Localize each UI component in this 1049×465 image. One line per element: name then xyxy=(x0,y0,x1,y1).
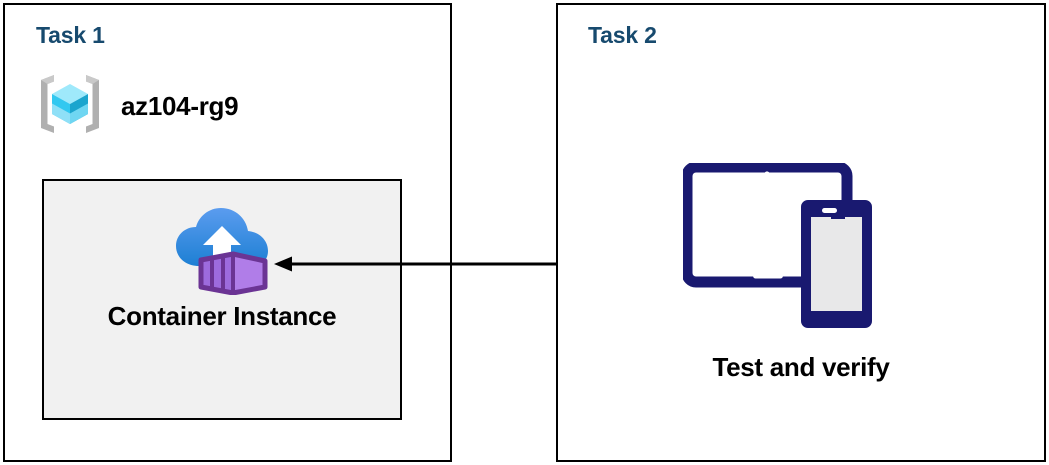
test-and-verify-label: Test and verify xyxy=(712,352,890,382)
azure-resource-group-icon xyxy=(33,67,107,146)
container-instance-box: Container Instance xyxy=(42,179,402,420)
task1-panel: Task 1 xyxy=(3,3,452,462)
resource-group-name: az104-rg9 xyxy=(121,91,239,121)
azure-container-instance-icon xyxy=(173,203,271,300)
devices-tablet-phone-icon xyxy=(681,161,875,331)
resource-group-row: az104-rg9 xyxy=(33,67,239,146)
container-instance-label: Container Instance xyxy=(107,301,337,331)
task2-title: Task 2 xyxy=(588,22,657,48)
task1-title: Task 1 xyxy=(36,22,105,48)
